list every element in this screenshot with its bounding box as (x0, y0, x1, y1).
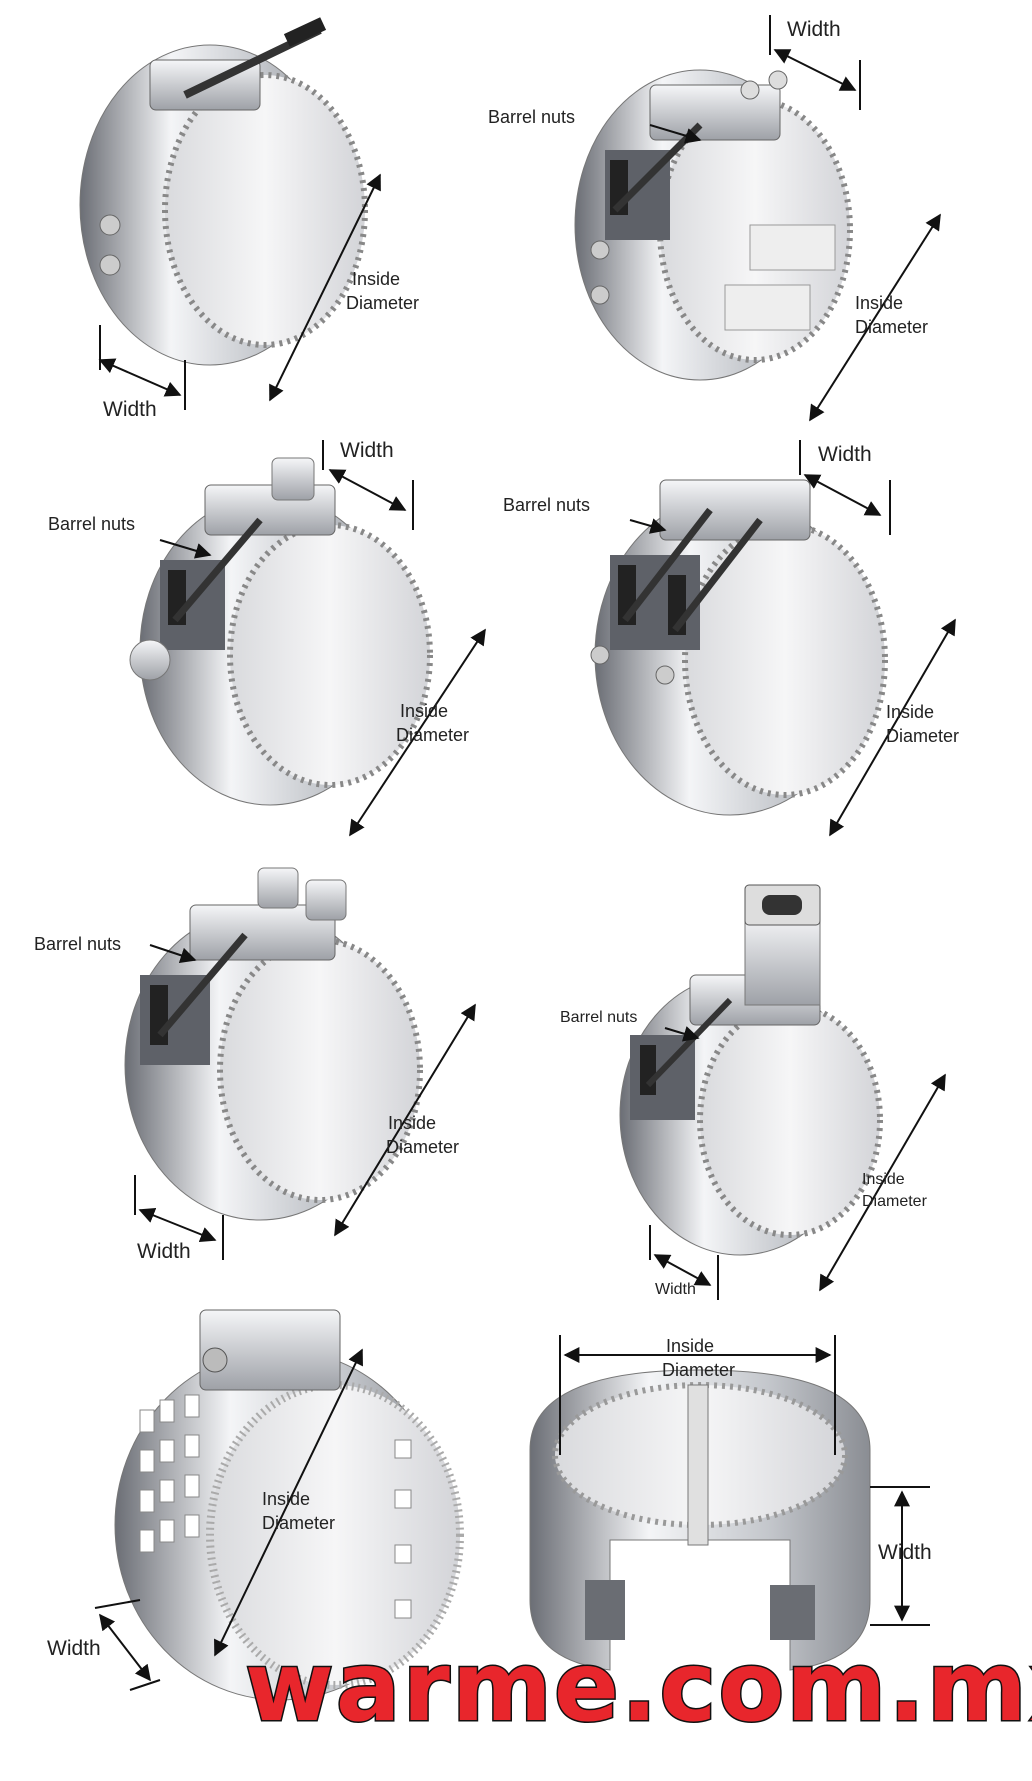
width-label: Width (103, 398, 157, 421)
diameter-label: Diameter (262, 1513, 335, 1533)
diameter-label: Diameter (855, 317, 928, 337)
inside-label: Inside (886, 702, 934, 722)
width-label: Width (137, 1240, 191, 1263)
inside-label: Inside (262, 1489, 310, 1509)
diameter-label: Diameter (386, 1137, 459, 1157)
inside-label: Inside (352, 269, 400, 289)
watermark-text: warme.com.mx (245, 1631, 1032, 1743)
inside-label: Inside (388, 1113, 436, 1133)
heater-4: Width Barrel nuts Inside Diameter (503, 440, 959, 837)
band-heater-ring (619, 884, 883, 1256)
diameter-label: Diameter (346, 293, 419, 313)
heater-3: Width Barrel nuts Inside Diameter (48, 439, 486, 837)
inside-label: Inside (400, 701, 448, 721)
band-heater-ring (529, 1369, 871, 1671)
heater-2: Width Barrel nuts Inside Diameter (488, 15, 941, 422)
heater-7: Inside Diameter Width (47, 1309, 464, 1701)
inside-label: Inside (855, 293, 903, 313)
diameter-label: Diameter (886, 726, 959, 746)
width-label: Width (655, 1281, 696, 1298)
heater-1: Inside Diameter Width (79, 17, 419, 421)
band-heater-ring (590, 479, 888, 816)
width-label: Width (787, 18, 841, 41)
barrel-nuts-label: Barrel nuts (34, 934, 121, 954)
width-label: Width (47, 1637, 101, 1660)
diameter-label: Diameter (396, 725, 469, 745)
barrel-nuts-label: Barrel nuts (503, 495, 590, 515)
barrel-nuts-label: Barrel nuts (560, 1009, 637, 1026)
diameter-label: Diameter (662, 1360, 735, 1380)
heater-8: Inside Diameter Width (529, 1335, 932, 1671)
width-label: Width (340, 439, 394, 462)
inside-label: Inside (666, 1336, 714, 1356)
heater-6: Barrel nuts Inside Diameter Width (560, 884, 946, 1300)
width-label: Width (878, 1541, 932, 1564)
band-heater-ring (574, 69, 853, 381)
band-heater-ring (79, 17, 368, 366)
diameter-label: Diameter (862, 1193, 928, 1210)
barrel-nuts-label: Barrel nuts (488, 107, 575, 127)
inside-label: Inside (862, 1171, 905, 1188)
width-label: Width (818, 443, 872, 466)
band-heater-ring (129, 457, 433, 806)
heater-5: Barrel nuts Inside Diameter Width (34, 867, 476, 1263)
barrel-nuts-label: Barrel nuts (48, 514, 135, 534)
